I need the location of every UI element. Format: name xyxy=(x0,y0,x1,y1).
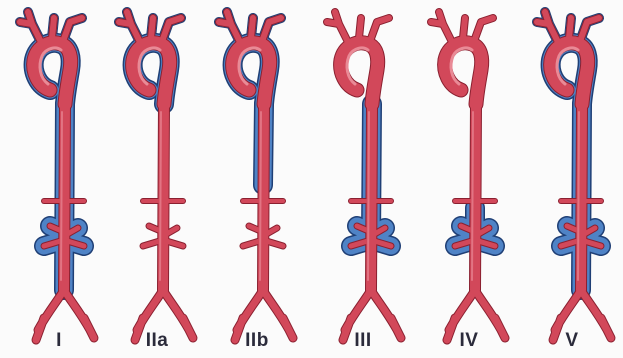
descending-aorta xyxy=(263,104,264,290)
type-label-1: I xyxy=(29,331,89,351)
type-label-4: III xyxy=(333,331,393,351)
aorta-panel-6 xyxy=(537,12,611,340)
aorta-panel-5 xyxy=(431,12,505,340)
descending-aorta xyxy=(581,104,582,290)
descending-aorta xyxy=(163,104,164,290)
type-label-5: IV xyxy=(439,331,499,351)
descending-highlight xyxy=(472,112,473,280)
descending-highlight xyxy=(578,112,579,280)
ascending-aorta-and-arch xyxy=(341,43,378,104)
descending-aorta xyxy=(64,104,65,290)
type-label-3: IIb xyxy=(227,331,287,351)
ascending-aorta-and-arch xyxy=(445,43,482,104)
descending-highlight xyxy=(260,112,261,280)
aorta-highlight xyxy=(347,48,368,84)
descending-highlight xyxy=(160,112,161,280)
aorta-panel-3 xyxy=(219,12,293,340)
descending-aorta xyxy=(475,104,476,290)
aorta-highlight xyxy=(451,48,472,84)
descending-highlight xyxy=(368,112,369,280)
descending-highlight xyxy=(61,112,62,280)
type-label-2: IIa xyxy=(127,331,187,351)
aorta-panel-2 xyxy=(119,12,193,340)
type-label-6: V xyxy=(542,331,602,351)
aorta-panel-1 xyxy=(20,12,94,340)
descending-aorta xyxy=(371,104,372,290)
aorta-panel-4 xyxy=(327,12,401,340)
